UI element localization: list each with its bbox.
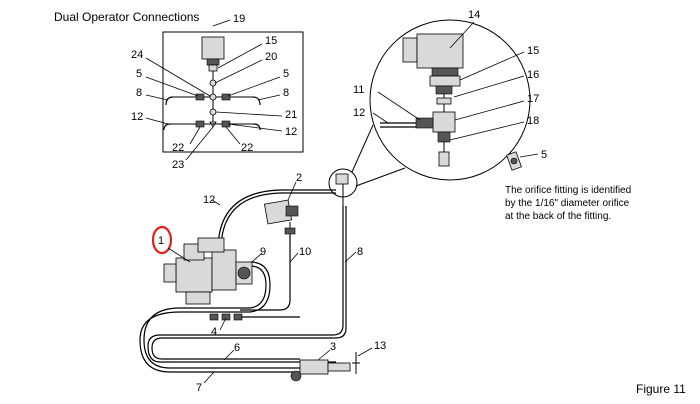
component-3 <box>299 359 329 375</box>
dual-operator-inset: Dual Operator Connections <box>54 10 304 171</box>
tube-12 <box>217 189 336 251</box>
callout-19: 19 <box>233 13 245 25</box>
orifice-fitting: 5 <box>506 149 547 171</box>
detail-circle: 14 15 16 17 18 11 12 <box>351 9 539 187</box>
callout-5-right: 5 <box>283 68 289 80</box>
callout-24: 24 <box>131 49 143 61</box>
callout-21: 21 <box>285 109 297 121</box>
valve-body <box>175 257 213 293</box>
callout-22-left: 22 <box>172 142 184 154</box>
callout-12-left: 12 <box>131 111 143 123</box>
detail-tee <box>432 111 456 133</box>
callout-3: 3 <box>330 341 336 353</box>
callout-10: 10 <box>299 246 311 258</box>
callout-4: 4 <box>211 326 217 338</box>
inset-title: Dual Operator Connections <box>54 10 199 24</box>
main-assembly: 1 2 12 9 10 8 4 6 7 3 13 <box>139 168 386 394</box>
callout-8-main: 8 <box>357 246 363 258</box>
callout-8-left: 8 <box>136 87 142 99</box>
figure-label: Figure 11 <box>636 382 686 396</box>
callout-2: 2 <box>296 172 302 184</box>
callout-17: 17 <box>527 93 539 105</box>
orifice-note-line-1: The orifice fitting is identified <box>505 185 631 196</box>
callout-23: 23 <box>172 159 184 171</box>
callout-20: 20 <box>265 51 277 63</box>
callout-15: 15 <box>265 35 277 47</box>
callout-13: 13 <box>374 340 386 352</box>
callout-12-right: 12 <box>285 126 297 138</box>
detail-solenoid <box>416 33 464 69</box>
callout-11: 11 <box>353 84 364 96</box>
tube-9 <box>139 261 300 373</box>
tube-8 <box>147 206 344 363</box>
callout-5-left: 5 <box>136 68 142 80</box>
callout-7: 7 <box>196 382 202 394</box>
callout-15-detail: 15 <box>527 45 539 57</box>
callout-12-main: 12 <box>203 194 215 206</box>
callout-12-detail: 12 <box>353 107 365 119</box>
callout-14: 14 <box>468 9 480 21</box>
tube-10 <box>240 234 291 311</box>
callout-6: 6 <box>234 342 240 354</box>
inset-solenoid <box>201 36 225 60</box>
callout-22-right: 22 <box>241 142 253 154</box>
orifice-note-line-3: at the back of the fitting. <box>505 211 611 222</box>
highlight-ring <box>151 225 173 255</box>
detail-magnifier <box>369 19 531 181</box>
callout-16: 16 <box>527 69 539 81</box>
callout-5-orifice: 5 <box>541 149 547 161</box>
callout-18: 18 <box>527 115 539 127</box>
orifice-note-line-2: by the 1/16" diameter orifice <box>505 198 630 209</box>
inset-frame <box>162 31 304 153</box>
callout-1: 1 <box>158 235 164 247</box>
callout-9: 9 <box>260 246 266 258</box>
callout-8-right: 8 <box>283 87 289 99</box>
